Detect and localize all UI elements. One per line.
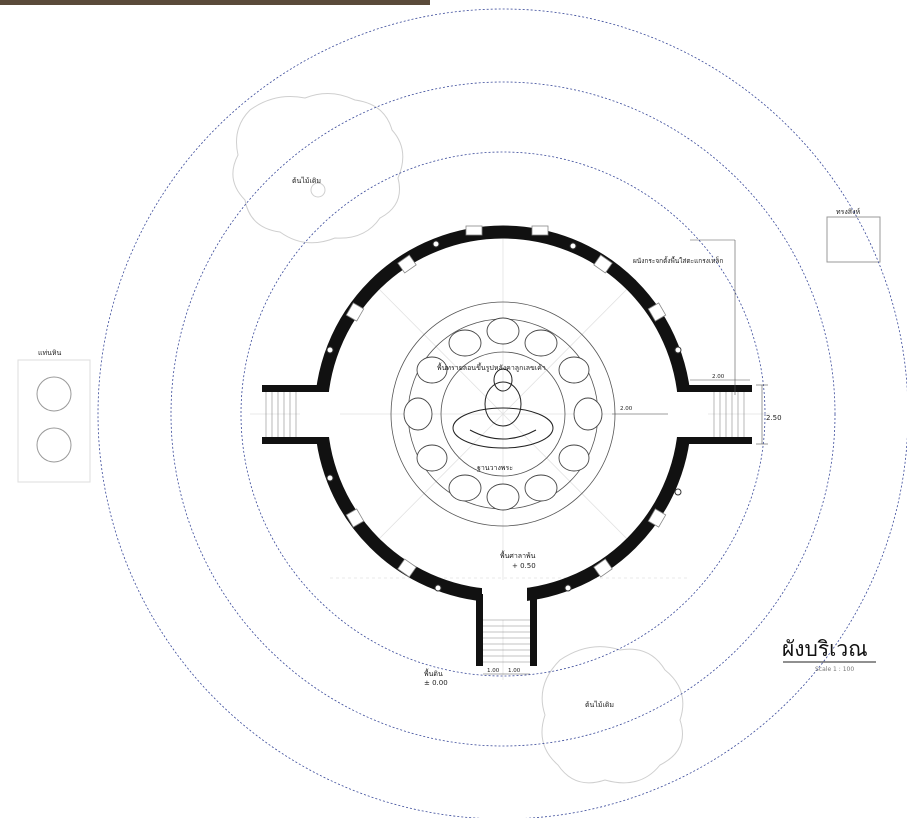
dim-bottom-a: 1.00: [487, 668, 500, 674]
right-entry: [684, 385, 752, 444]
dimension-lines: [483, 239, 768, 675]
left-stone-seats: แท่นหิน: [17, 349, 91, 483]
central-buddha-figure: [452, 368, 554, 449]
left-entry: [262, 385, 322, 444]
lotus-ornaments: [403, 317, 603, 511]
floor-level: + 0.50: [512, 562, 536, 570]
inner-ring-note: พื้นทรายลอนขึ้นรูปหลังคาลูกเลขเค้า: [437, 361, 546, 372]
drawing-title: ผังบริเวณ: [782, 637, 868, 661]
tree-top-left-label: ต้นไม้เดิม: [292, 176, 321, 185]
ground-level: ± 0.00: [424, 679, 448, 687]
base-note: ฐานวางพระ: [477, 464, 513, 472]
top-edge-strip: [0, 0, 430, 5]
dim-right-a: 2.00: [712, 374, 725, 380]
bottom-entry: [476, 594, 537, 666]
existing-tree-bottom: [541, 646, 684, 784]
tree-bottom-label: ต้นไม้เดิม: [585, 700, 614, 709]
dim-right-b: 2.00: [620, 406, 633, 412]
drawing-scale: Scale 1 : 100: [815, 666, 854, 673]
title-block: ผังบริเวณ Scale 1 : 100: [782, 637, 876, 673]
main-circular-wall: [300, 225, 708, 620]
dim-bottom-b: 1.00: [508, 668, 521, 674]
existing-tree-top-left: [232, 93, 404, 244]
ground-note: พื้นดิน: [424, 667, 443, 678]
dim-entry-width: 2.50: [766, 414, 782, 422]
floor-note: พื้นศาลาพ้น: [500, 549, 536, 560]
left-box-label: แท่นหิน: [38, 349, 62, 357]
wall-note: ผนังกระจกตั้งพื้นใส่ตะแกรงเหล็ก: [633, 256, 723, 265]
right-box-label: ทรงสิงห์: [836, 208, 860, 216]
right-box: ทรงสิงห์: [826, 208, 881, 263]
